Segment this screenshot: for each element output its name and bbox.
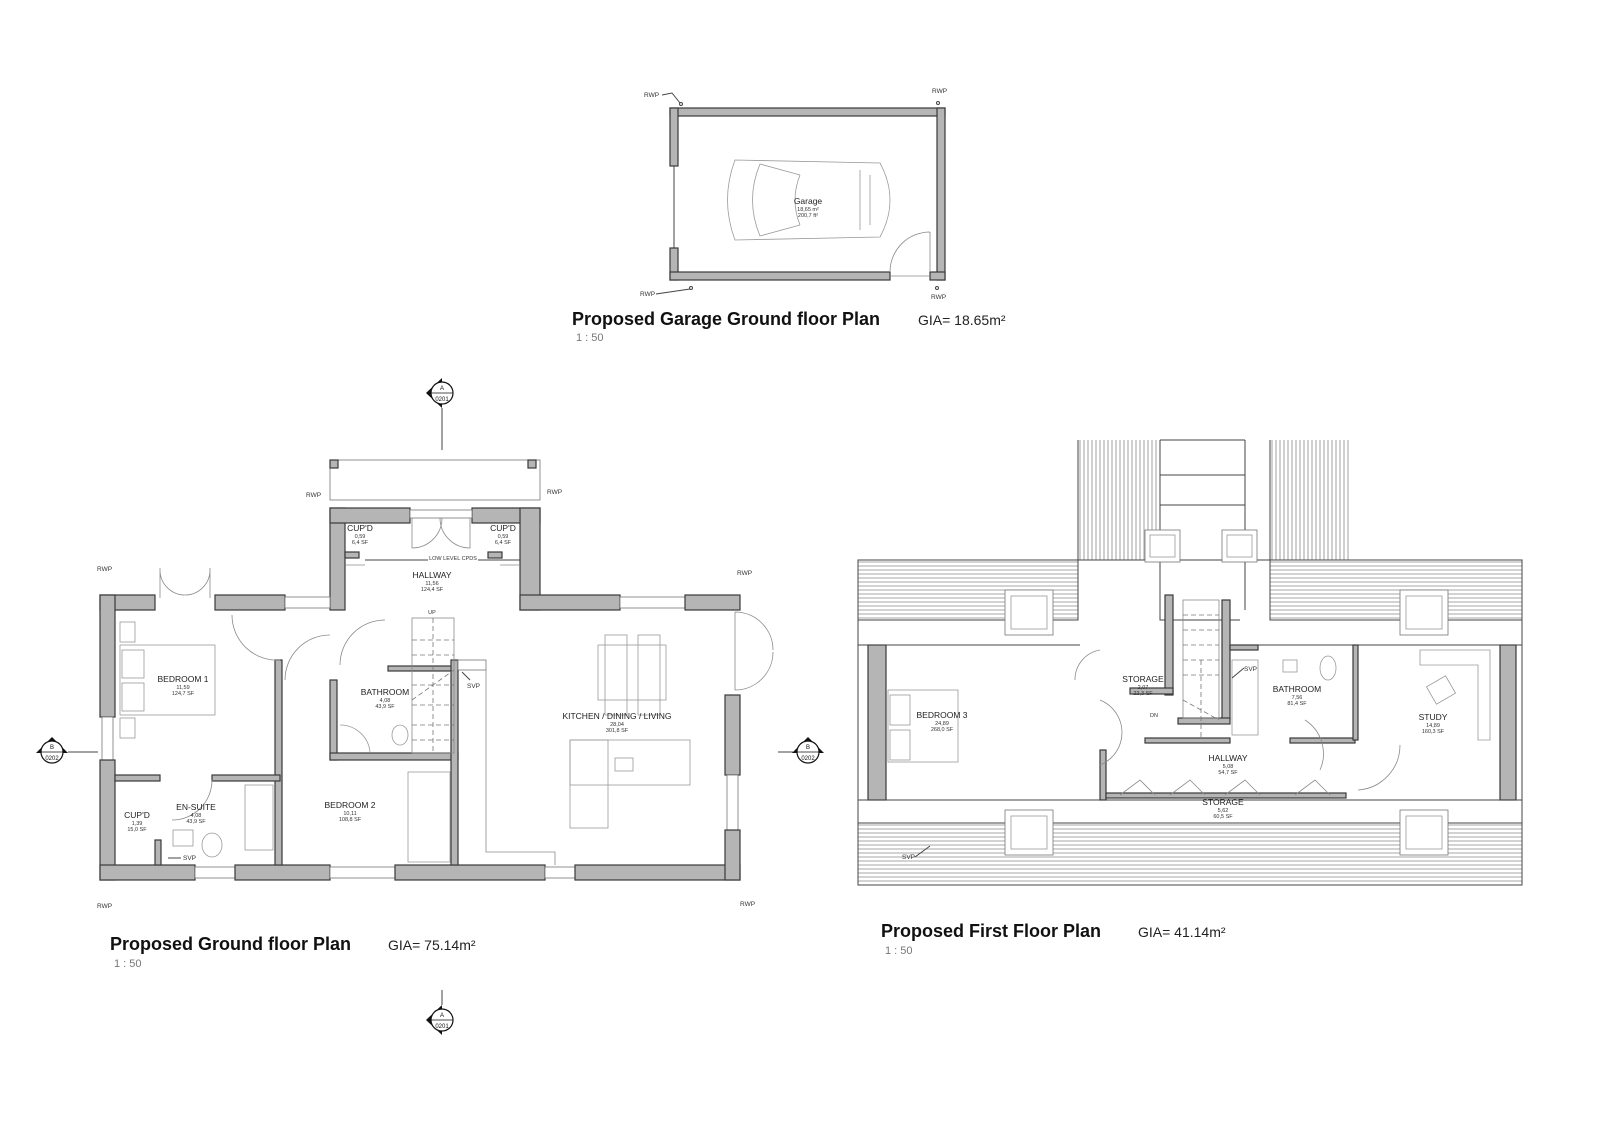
garage-room-area-ft: 200,7 ft² <box>798 213 818 219</box>
rwp-tag: RWP <box>932 88 947 95</box>
section-letter: B <box>50 745 54 751</box>
rwp-tag: RWP <box>97 903 112 910</box>
stairs-down-label: DN <box>1150 713 1158 719</box>
rwp-tag: RWP <box>737 570 752 577</box>
svp-tag: SVP <box>1244 666 1257 673</box>
room-area-sf: 6,4 SF <box>495 540 512 546</box>
room-name: BEDROOM 3 <box>916 710 967 720</box>
section-sheet: 0201 <box>435 397 449 403</box>
room-area-sf: 124,4 SF <box>421 587 444 593</box>
room-area: 2,07 <box>1138 685 1149 691</box>
first-scale: 1 : 50 <box>885 945 913 957</box>
room-area: 1,39 <box>132 821 143 827</box>
room-name: STUDY <box>1419 712 1448 722</box>
room-area: 4,08 <box>191 813 202 819</box>
room-area-sf: 160,3 SF <box>1422 729 1445 735</box>
room-area: 0,59 <box>498 534 509 540</box>
room-area: 28,04 <box>610 722 624 728</box>
section-letter: A <box>440 386 444 392</box>
room-area-sf: 60,5 SF <box>1213 814 1233 820</box>
first-gia: GIA= 41.14m² <box>1138 924 1226 940</box>
room-area: 24,89 <box>935 721 949 727</box>
room-name: EN-SUITE <box>176 802 216 812</box>
room-area: 14,89 <box>1426 723 1440 729</box>
room-name: BATHROOM <box>1273 684 1321 694</box>
room-area-sf: 22,3 SF <box>1133 691 1153 697</box>
ground-gia: GIA= 75.14m² <box>388 937 476 953</box>
rwp-tag: RWP <box>640 291 655 298</box>
room-name: KITCHEN / DINING / LIVING <box>562 711 671 721</box>
garage-plan-title: Proposed Garage Ground floor Plan <box>572 309 880 329</box>
room-area-sf: 6,4 SF <box>352 540 369 546</box>
section-marker: B 0202 <box>792 737 824 764</box>
room-area-sf: 15,0 SF <box>127 827 147 833</box>
room-name: HALLWAY <box>1208 753 1247 763</box>
room-name: CUP'D <box>490 523 516 533</box>
room-area: 11,56 <box>425 581 438 587</box>
room-area-sf: 43,9 SF <box>186 819 206 825</box>
section-marker: A 0201 <box>426 1005 454 1035</box>
room-name: BEDROOM 1 <box>157 674 208 684</box>
room-name: HALLWAY <box>412 570 451 580</box>
garage-room-name: Garage <box>794 196 823 206</box>
room-area: 5,08 <box>1223 764 1234 770</box>
ground-plan-title: Proposed Ground floor Plan <box>110 934 351 954</box>
svp-tag: SVP <box>183 855 196 862</box>
room-name: STORAGE <box>1122 674 1164 684</box>
room-name: CUP'D <box>124 810 150 820</box>
garage-gia: GIA= 18.65m² <box>918 312 1006 328</box>
section-sheet: 0202 <box>45 756 59 762</box>
room-area-sf: 268,0 SF <box>931 727 954 733</box>
garage-plan: Garage 18,65 m² 200,7 ft² RWP RWP RWP RW… <box>572 88 1006 344</box>
rwp-tag: RWP <box>547 489 562 496</box>
room-area: 5,62 <box>1218 808 1229 814</box>
section-letter: A <box>440 1013 444 1019</box>
ground-scale: 1 : 50 <box>114 958 142 970</box>
stairs-up-label: UP <box>428 610 436 616</box>
low-level-cupboards-note: LOW LEVEL CPDS <box>429 556 477 562</box>
room-name: CUP'D <box>347 523 373 533</box>
rwp-tag: RWP <box>306 492 321 499</box>
room-area-sf: 124,7 SF <box>172 691 195 697</box>
svp-tag: SVP <box>467 683 480 690</box>
room-name: BEDROOM 2 <box>324 800 375 810</box>
room-name: BATHROOM <box>361 687 409 697</box>
section-letter: B <box>806 745 810 751</box>
car-outline <box>727 159 891 241</box>
room-area-sf: 108,8 SF <box>339 817 362 823</box>
rwp-tag: RWP <box>644 92 659 99</box>
svp-tag: SVP <box>902 854 915 861</box>
section-sheet: 0201 <box>435 1024 449 1030</box>
section-sheet: 0202 <box>801 756 815 762</box>
room-area-sf: 81,4 SF <box>1287 701 1307 707</box>
room-area: 10,11 <box>343 811 356 817</box>
room-area: 0,59 <box>355 534 366 540</box>
room-area: 7,56 <box>1292 695 1303 701</box>
section-marker: B 0202 <box>36 737 68 764</box>
room-name: STORAGE <box>1202 797 1244 807</box>
room-area: 11,59 <box>176 685 189 691</box>
rwp-tag: RWP <box>931 294 946 301</box>
section-marker: A 0201 <box>426 378 454 408</box>
first-plan-title: Proposed First Floor Plan <box>881 921 1101 941</box>
dormer-windows <box>1004 529 1449 856</box>
room-area-sf: 54,7 SF <box>1218 770 1238 776</box>
room-area-sf: 43,9 SF <box>375 704 395 710</box>
rwp-tag: RWP <box>740 901 755 908</box>
room-area-sf: 301,8 SF <box>606 728 629 734</box>
garage-scale: 1 : 50 <box>576 332 604 344</box>
garage-room-area: 18,65 m² <box>797 207 819 213</box>
room-area: 4,08 <box>380 698 391 704</box>
rwp-tag: RWP <box>97 566 112 573</box>
